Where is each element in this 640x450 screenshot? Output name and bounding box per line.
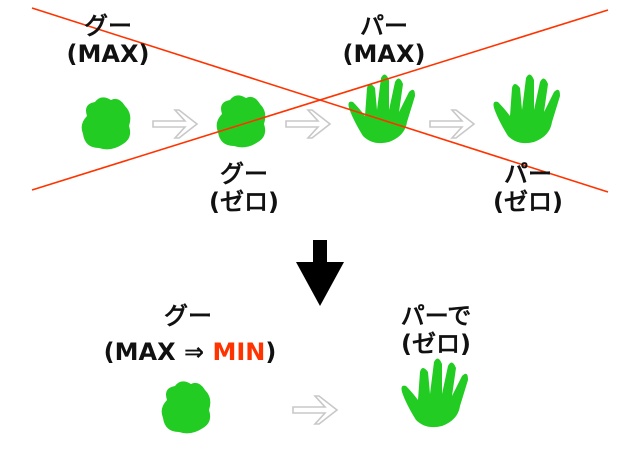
label-bottom-paper-qualifier: (ゼロ) xyxy=(401,330,471,358)
x-cross-icon-line-b xyxy=(31,9,609,191)
label-paper-max: パー (MAX) xyxy=(334,12,434,68)
right-arrow-outline-icon xyxy=(292,395,338,425)
implies-arrow: ⇒ xyxy=(183,338,205,366)
label-rock-zero: グー (ゼロ) xyxy=(194,160,294,216)
label-rock-max-name: グー xyxy=(84,12,132,40)
label-paper-zero-qualifier: (ゼロ) xyxy=(493,188,563,216)
open-paren: ( xyxy=(103,338,115,366)
close-paren: ) xyxy=(265,338,277,366)
label-rock-zero-qualifier: (ゼロ) xyxy=(209,188,279,216)
fist-icon xyxy=(216,95,266,148)
label-paper-zero: パー (ゼロ) xyxy=(478,160,578,216)
fist-icon xyxy=(81,97,131,150)
label-bottom-paper-name: パーで xyxy=(400,302,472,330)
down-arrow-icon xyxy=(296,240,344,306)
label-bottom-paper: パーで (ゼロ) xyxy=(386,302,486,358)
max-text: MAX xyxy=(114,338,176,366)
label-paper-max-qualifier: (MAX) xyxy=(342,40,426,68)
label-rock-max-qualifier: (MAX) xyxy=(66,40,150,68)
right-arrow-outline-icon xyxy=(429,109,475,139)
label-rock-max: グー (MAX) xyxy=(58,12,158,68)
min-text: MIN xyxy=(212,338,266,366)
right-arrow-outline-icon xyxy=(152,109,198,139)
right-arrow-outline-icon xyxy=(285,109,331,139)
open-hand-icon xyxy=(348,74,415,144)
label-paper-zero-name: パー xyxy=(504,160,552,188)
label-rock-zero-name: グー xyxy=(220,160,268,188)
label-bottom-rock-qualifier: (MAX ⇒ MIN) xyxy=(90,338,290,366)
fist-icon xyxy=(161,381,211,434)
label-paper-max-name: パー xyxy=(360,12,408,40)
open-hand-icon xyxy=(401,358,468,428)
open-hand-icon xyxy=(493,74,560,144)
label-bottom-rock-name: グー xyxy=(164,302,212,330)
